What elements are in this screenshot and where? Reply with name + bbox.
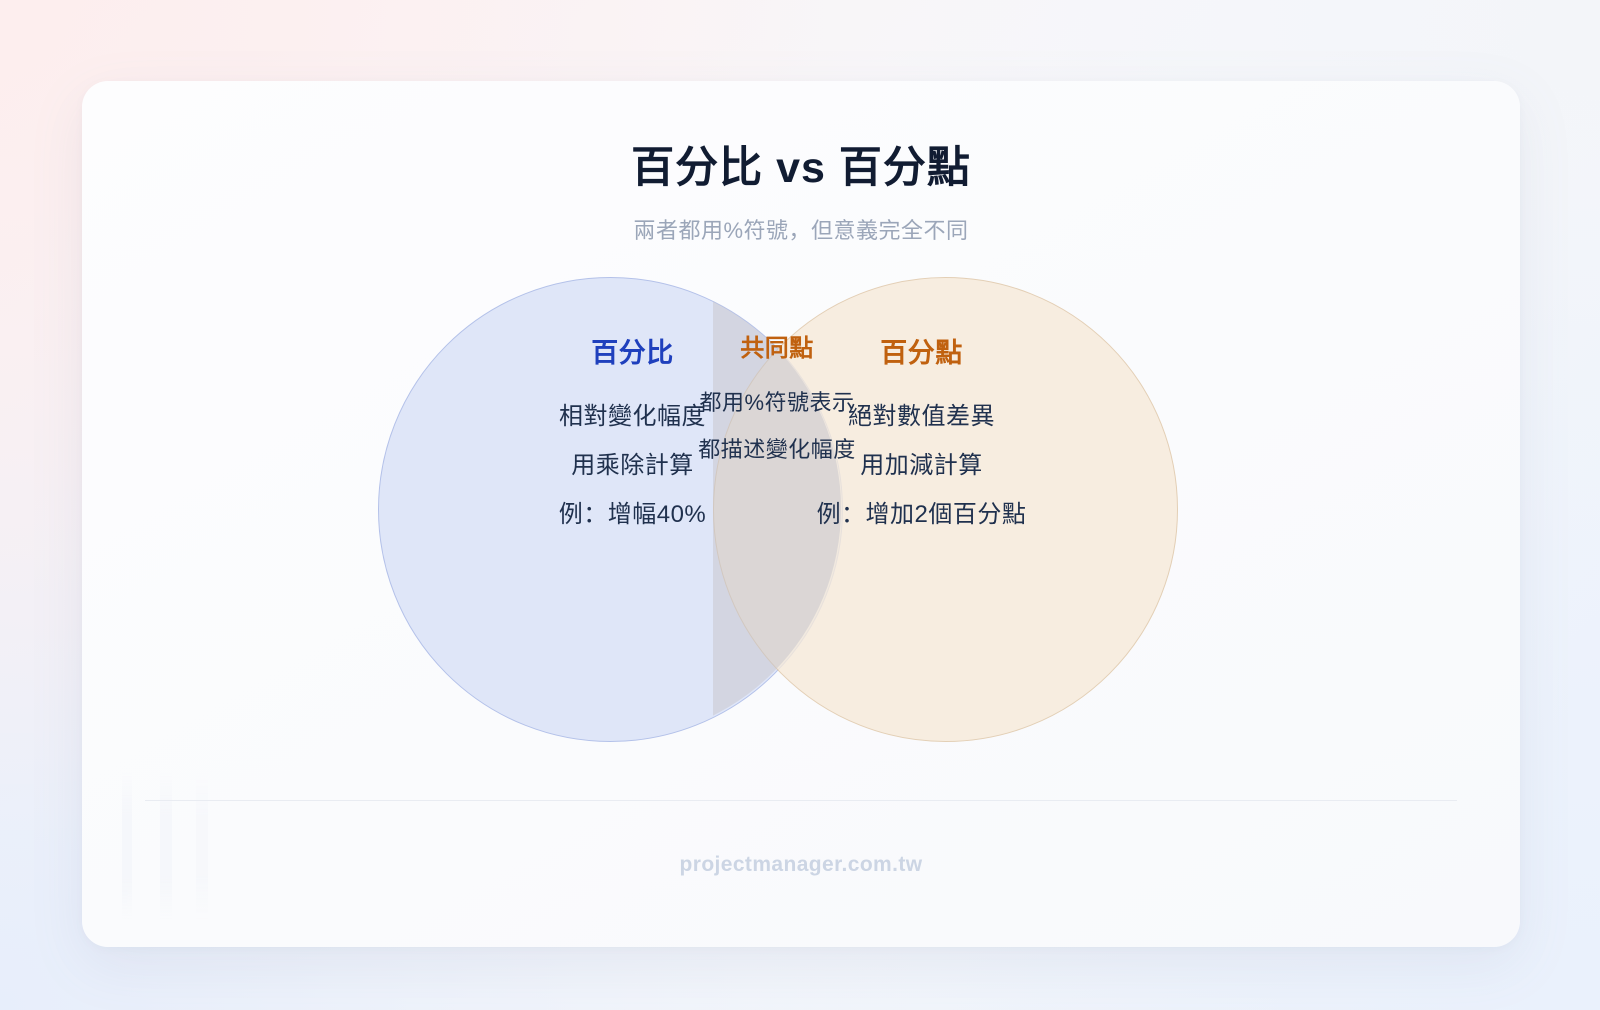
footer-divider — [145, 800, 1457, 801]
list-item: 絕對數值差異 — [848, 403, 995, 431]
venn-left-heading: 百分比 — [591, 338, 674, 368]
venn-right-list: 絕對數值差異 用加減計算 例：增加2個百分點 — [713, 369, 1130, 549]
list-item: 例：增幅40% — [558, 500, 707, 528]
venn-diagram: 百分比 相對變化幅度 用乘除計算 例：增幅40% 百分點 絕對數值差異 用加減計… — [82, 277, 1520, 777]
venn-left-content: 百分比 相對變化幅度 用乘除計算 例：增幅40% — [378, 277, 841, 550]
page-subtitle: 兩者都用%符號，但意義完全不同 — [633, 217, 969, 243]
list-item: 都描述變化幅度 — [698, 437, 856, 463]
list-item: 用加減計算 — [860, 452, 983, 480]
list-item: 例：增加2個百分點 — [816, 500, 1027, 528]
info-card: 百分比 vs 百分點 兩者都用%符號，但意義完全不同 百分比 相對變化幅度 用乘… — [82, 81, 1520, 947]
list-item: 用乘除計算 — [571, 452, 694, 480]
background-watermark — [122, 771, 452, 921]
list-item: 都用%符號表示 — [699, 389, 855, 415]
venn-right-heading: 百分點 — [880, 338, 963, 368]
page-title: 百分比 vs 百分點 — [631, 144, 971, 192]
venn-overlap-heading: 共同點 — [740, 335, 814, 362]
list-item: 相對變化幅度 — [559, 403, 706, 431]
venn-left-list: 相對變化幅度 用乘除計算 例：增幅40% — [424, 369, 841, 549]
venn-right-content: 百分點 絕對數值差異 用加減計算 例：增加2個百分點 — [713, 277, 1176, 550]
card-header: 百分比 vs 百分點 兩者都用%符號，但意義完全不同 — [82, 81, 1520, 245]
venn-overlap-list: 都用%符號表示 都描述變化幅度 — [649, 364, 905, 485]
footer-site-name: projectmanager.com.tw — [679, 853, 923, 876]
venn-overlap-content: 共同點 都用%符號表示 都描述變化幅度 — [649, 277, 905, 485]
